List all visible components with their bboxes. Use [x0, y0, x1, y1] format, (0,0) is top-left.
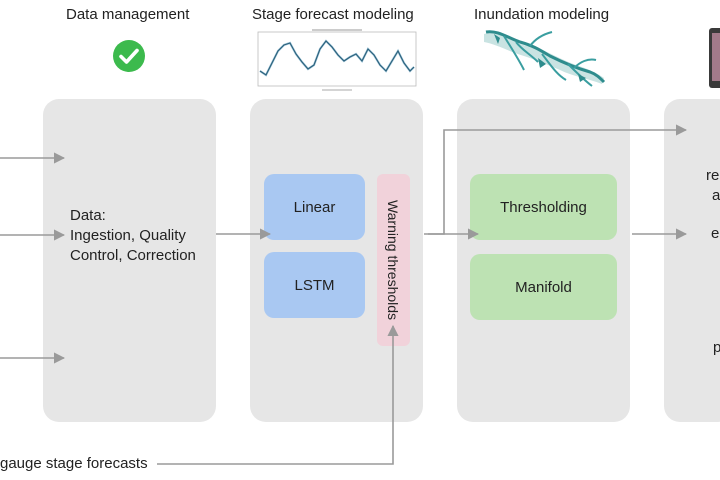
linear-model-label: Linear	[293, 198, 336, 216]
phone-icon	[709, 28, 720, 88]
lstm-model-label: LSTM	[294, 276, 335, 294]
thresholding-box: Thresholding	[470, 174, 617, 240]
data-correction-label: Control, Correction	[70, 247, 196, 264]
right-panel-text-3: e	[711, 225, 720, 242]
right-panel-text-2: a	[712, 187, 720, 204]
manifold-box: Manifold	[470, 254, 617, 320]
warning-thresholds-box: Warning thresholds	[377, 174, 410, 346]
header-stage-forecast-modeling: Stage forecast modeling	[252, 6, 414, 23]
gauge-forecasts-arrow	[157, 324, 399, 465]
linear-model-box: Linear	[264, 174, 365, 240]
right-panel-text-1: re	[706, 167, 720, 184]
check-circle-icon	[113, 40, 145, 72]
manifold-label: Manifold	[515, 278, 572, 296]
panel-data-management	[43, 99, 216, 422]
thresholding-label: Thresholding	[500, 198, 587, 216]
data-label: Data:	[70, 207, 106, 224]
lstm-model-box: LSTM	[264, 252, 365, 318]
data-ingestion-label: Ingestion, Quality	[70, 227, 186, 244]
forecast-to-alerts-arrow	[428, 124, 688, 235]
right-panel-text-4: p	[713, 339, 720, 356]
panel-alerts	[664, 99, 720, 422]
header-inundation-modeling: Inundation modeling	[474, 6, 610, 23]
header-data-management: Data management	[66, 6, 190, 23]
stage-forecast-thumbnail	[252, 27, 420, 93]
inundation-map-thumbnail	[480, 24, 610, 94]
gauge-stage-forecasts-label: gauge stage forecasts	[0, 455, 148, 472]
